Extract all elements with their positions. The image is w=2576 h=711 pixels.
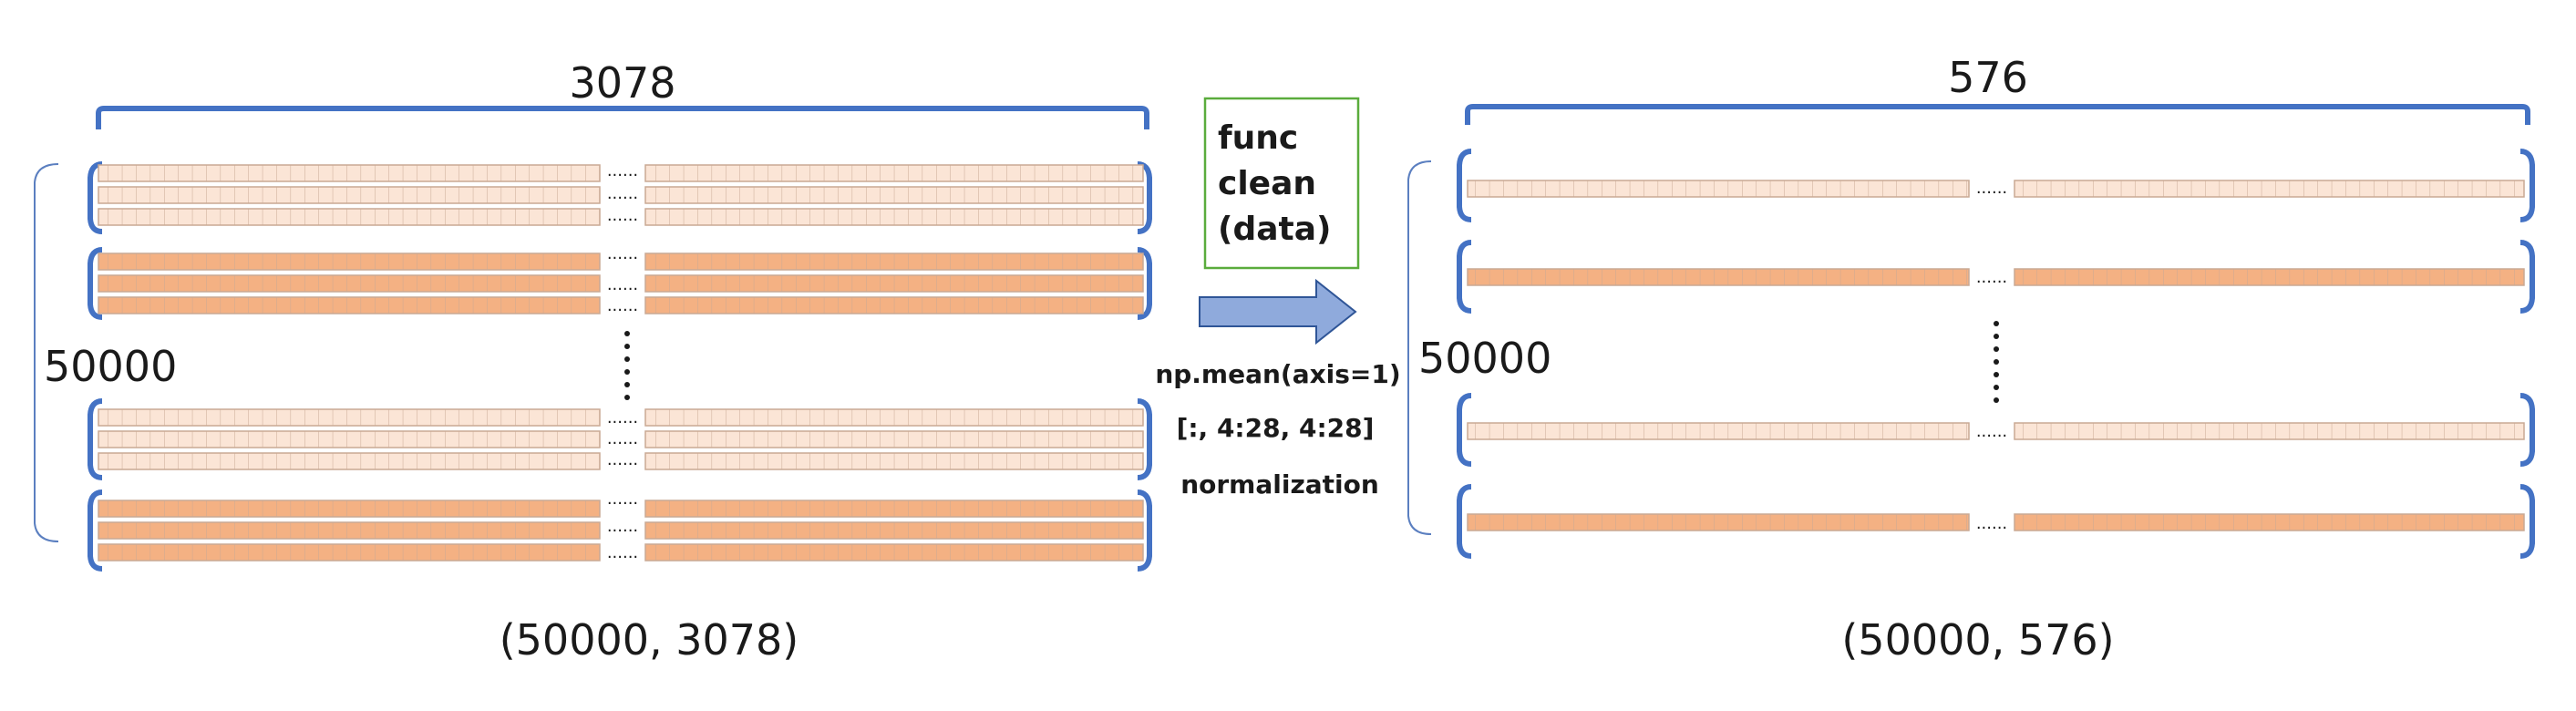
left-group-3-rows (98, 408, 1144, 470)
left-group-1-dots-1: ...... (607, 161, 638, 180)
transform-center: func clean (data) np.mean(axis=1) [:, 4:… (1155, 97, 1401, 500)
right-height-label: 50000 (1418, 334, 1551, 383)
operation-normalization: normalization (1180, 469, 1379, 500)
right-shape-label: (50000, 576) (1841, 615, 2114, 665)
left-panel: 3078 50000 ...... ...... (34, 58, 1152, 665)
right-row-1-dots: ...... (1976, 179, 2007, 198)
left-group-3-dots-1: ...... (607, 408, 638, 428)
left-group-3-close-brace (1137, 398, 1152, 480)
left-group-1: ...... ...... ...... (88, 161, 1152, 234)
left-group-4-rows (98, 500, 1144, 562)
left-group-3-dots-2: ...... (607, 429, 638, 448)
left-group-3-open-brace (88, 398, 103, 480)
operation-mean: np.mean(axis=1) (1155, 359, 1400, 389)
right-row-4-dots: ...... (1976, 514, 2007, 533)
left-group-2-dots-1: ...... (607, 244, 638, 263)
right-row-3-dots: ...... (1976, 422, 2007, 441)
right-row-2-dots: ...... (1976, 268, 2007, 287)
left-group-2-close-brace (1137, 247, 1152, 320)
left-width-bracket (96, 106, 1149, 129)
right-width-label: 576 (1948, 53, 2028, 102)
left-vertical-ellipsis (624, 331, 630, 400)
left-group-4-dots-2: ...... (607, 517, 638, 536)
left-group-4: ...... ...... ...... (88, 489, 1152, 572)
right-height-bracket (1407, 160, 1432, 535)
right-row-4: ...... (1457, 484, 2535, 559)
operation-slice: [:, 4:28, 4:28] (1177, 413, 1375, 443)
left-width-label: 3078 (569, 58, 675, 108)
left-height-bracket (34, 163, 59, 542)
right-row-3: ...... (1457, 393, 2535, 467)
left-group-4-close-brace (1137, 489, 1152, 572)
left-shape-label: (50000, 3078) (500, 615, 799, 665)
right-row-2: ...... (1457, 240, 2535, 314)
right-panel: 576 50000 ...... ...... (1407, 53, 2535, 665)
left-group-4-dots-3: ...... (607, 543, 638, 562)
left-group-2-open-brace (88, 247, 103, 320)
function-line-1: func (1218, 119, 1298, 157)
left-group-2-dots-3: ...... (607, 296, 638, 315)
left-group-4-open-brace (88, 489, 103, 572)
left-height-label: 50000 (44, 342, 177, 391)
right-width-bracket (1465, 104, 2530, 125)
left-group-1-dots-3: ...... (607, 206, 638, 225)
left-group-1-rows (98, 164, 1144, 226)
function-box (1203, 97, 1360, 270)
left-group-2: ...... ...... ...... (88, 244, 1152, 320)
left-group-3: ...... ...... ...... (88, 398, 1152, 480)
left-group-1-dots-2: ...... (607, 184, 638, 203)
left-group-1-open-brace (88, 161, 103, 234)
function-line-3: (data) (1218, 211, 1331, 248)
left-group-2-dots-2: ...... (607, 275, 638, 294)
right-vertical-ellipsis (1994, 321, 1999, 403)
left-group-4-dots-1: ...... (607, 489, 638, 509)
left-group-3-dots-3: ...... (607, 450, 638, 469)
right-row-1: ...... (1457, 149, 2535, 222)
left-group-2-rows (98, 252, 1144, 314)
function-line-2: clean (1218, 165, 1316, 202)
transform-arrow-icon (1199, 278, 1357, 345)
